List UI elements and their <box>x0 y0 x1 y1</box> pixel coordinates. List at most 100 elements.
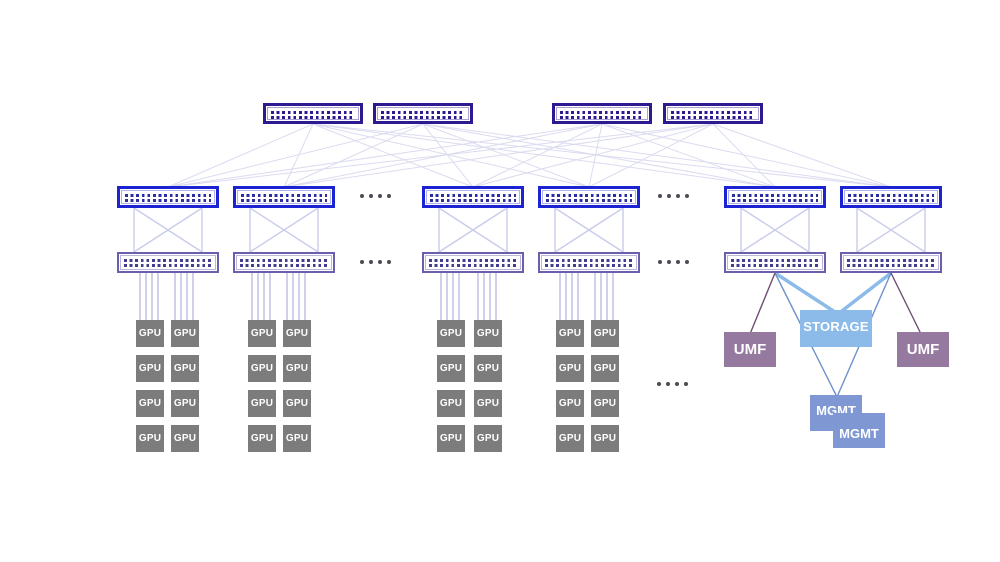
gpu-node: GPU <box>474 320 502 347</box>
ellipsis-dots-icon <box>658 193 689 199</box>
wire <box>167 123 714 188</box>
leaf-switch-4 <box>538 186 640 208</box>
gpu-node: GPU <box>171 320 199 347</box>
wire <box>601 123 892 188</box>
wire <box>133 207 203 253</box>
wire <box>312 123 776 188</box>
wire <box>588 123 714 188</box>
gpu-node: GPU <box>248 425 276 452</box>
gpu-node: GPU <box>283 320 311 347</box>
gpu-node: GPU <box>556 320 584 347</box>
gpu-node: GPU <box>556 390 584 417</box>
gpu-node: GPU <box>591 390 619 417</box>
gpu-node: GPU <box>171 390 199 417</box>
switch-ports-icon <box>541 255 637 270</box>
gpu-node: GPU <box>136 320 164 347</box>
switch-ports-icon <box>556 107 648 120</box>
leaf-switch-6 <box>840 186 942 208</box>
umf-node-left: UMF <box>724 332 776 367</box>
gpu-node: GPU <box>136 425 164 452</box>
gpu-node: GPU <box>136 390 164 417</box>
gpu-node: GPU <box>283 425 311 452</box>
wire <box>422 123 590 188</box>
ellipsis-dots-icon <box>360 259 391 265</box>
wire <box>856 207 926 253</box>
switch-ports-icon <box>426 190 520 204</box>
switch-ports-icon <box>727 255 823 270</box>
gpu-node: GPU <box>556 425 584 452</box>
gpu-node: GPU <box>437 390 465 417</box>
spine-switch-4 <box>663 103 763 124</box>
gpu-node: GPU <box>556 355 584 382</box>
gpu-node: GPU <box>474 390 502 417</box>
wire <box>472 123 603 188</box>
gpu-node: GPU <box>248 390 276 417</box>
gpu-node: GPU <box>474 425 502 452</box>
switch-ports-icon <box>377 107 469 120</box>
wire <box>601 123 776 188</box>
switch-ports-icon <box>425 255 521 270</box>
spine-switch-2 <box>373 103 473 124</box>
switch-ports-icon <box>542 190 636 204</box>
wire <box>312 123 474 188</box>
switch-ports-icon <box>267 107 359 120</box>
gpu-node: GPU <box>136 355 164 382</box>
tor-switch-1 <box>117 252 219 273</box>
gpu-node: GPU <box>283 355 311 382</box>
gpu-group-4: GPU GPU GPU GPU GPU GPU GPU GPU <box>556 320 619 452</box>
spine-switch-3 <box>552 103 652 124</box>
gpu-node: GPU <box>437 355 465 382</box>
switch-ports-icon <box>667 107 759 120</box>
wire <box>249 207 319 253</box>
switch-ports-icon <box>236 255 332 270</box>
leaf-switch-5 <box>724 186 826 208</box>
gpu-node: GPU <box>171 425 199 452</box>
switch-ports-icon <box>843 255 939 270</box>
wire <box>312 123 590 188</box>
umf-node-right: UMF <box>897 332 949 367</box>
tor-switch-2 <box>233 252 335 273</box>
ellipsis-dots-icon <box>658 259 689 265</box>
leaf-switch-1 <box>117 186 219 208</box>
leaf-switch-2 <box>233 186 335 208</box>
wire <box>167 123 424 188</box>
gpu-node: GPU <box>248 355 276 382</box>
tor-switch-5 <box>724 252 826 273</box>
wire <box>422 123 474 188</box>
wire <box>422 123 892 188</box>
wire <box>712 123 892 188</box>
wire <box>283 123 424 188</box>
gpu-node: GPU <box>591 355 619 382</box>
wire <box>749 272 776 335</box>
tor-switch-6 <box>840 252 942 273</box>
ellipsis-dots-icon <box>657 381 688 387</box>
tor-switch-4 <box>538 252 640 273</box>
spine-switch-1 <box>263 103 363 124</box>
gpu-node: GPU <box>591 320 619 347</box>
wire <box>283 123 714 188</box>
wire <box>312 123 892 188</box>
switch-ports-icon <box>728 190 822 204</box>
switch-ports-icon <box>121 190 215 204</box>
gpu-node: GPU <box>591 425 619 452</box>
wire <box>890 272 922 335</box>
ellipsis-dots-icon <box>360 193 391 199</box>
gpu-node: GPU <box>437 320 465 347</box>
wire <box>836 271 893 316</box>
tor-switch-3 <box>422 252 524 273</box>
wire <box>283 123 314 188</box>
wire <box>712 123 776 188</box>
wire <box>740 207 810 253</box>
switch-ports-icon <box>844 190 938 204</box>
mgmt-node-2: MGMT <box>833 413 885 448</box>
wire <box>422 123 776 188</box>
wire <box>438 207 508 253</box>
switch-ports-icon <box>120 255 216 270</box>
wire <box>167 123 603 188</box>
wire <box>167 123 314 188</box>
